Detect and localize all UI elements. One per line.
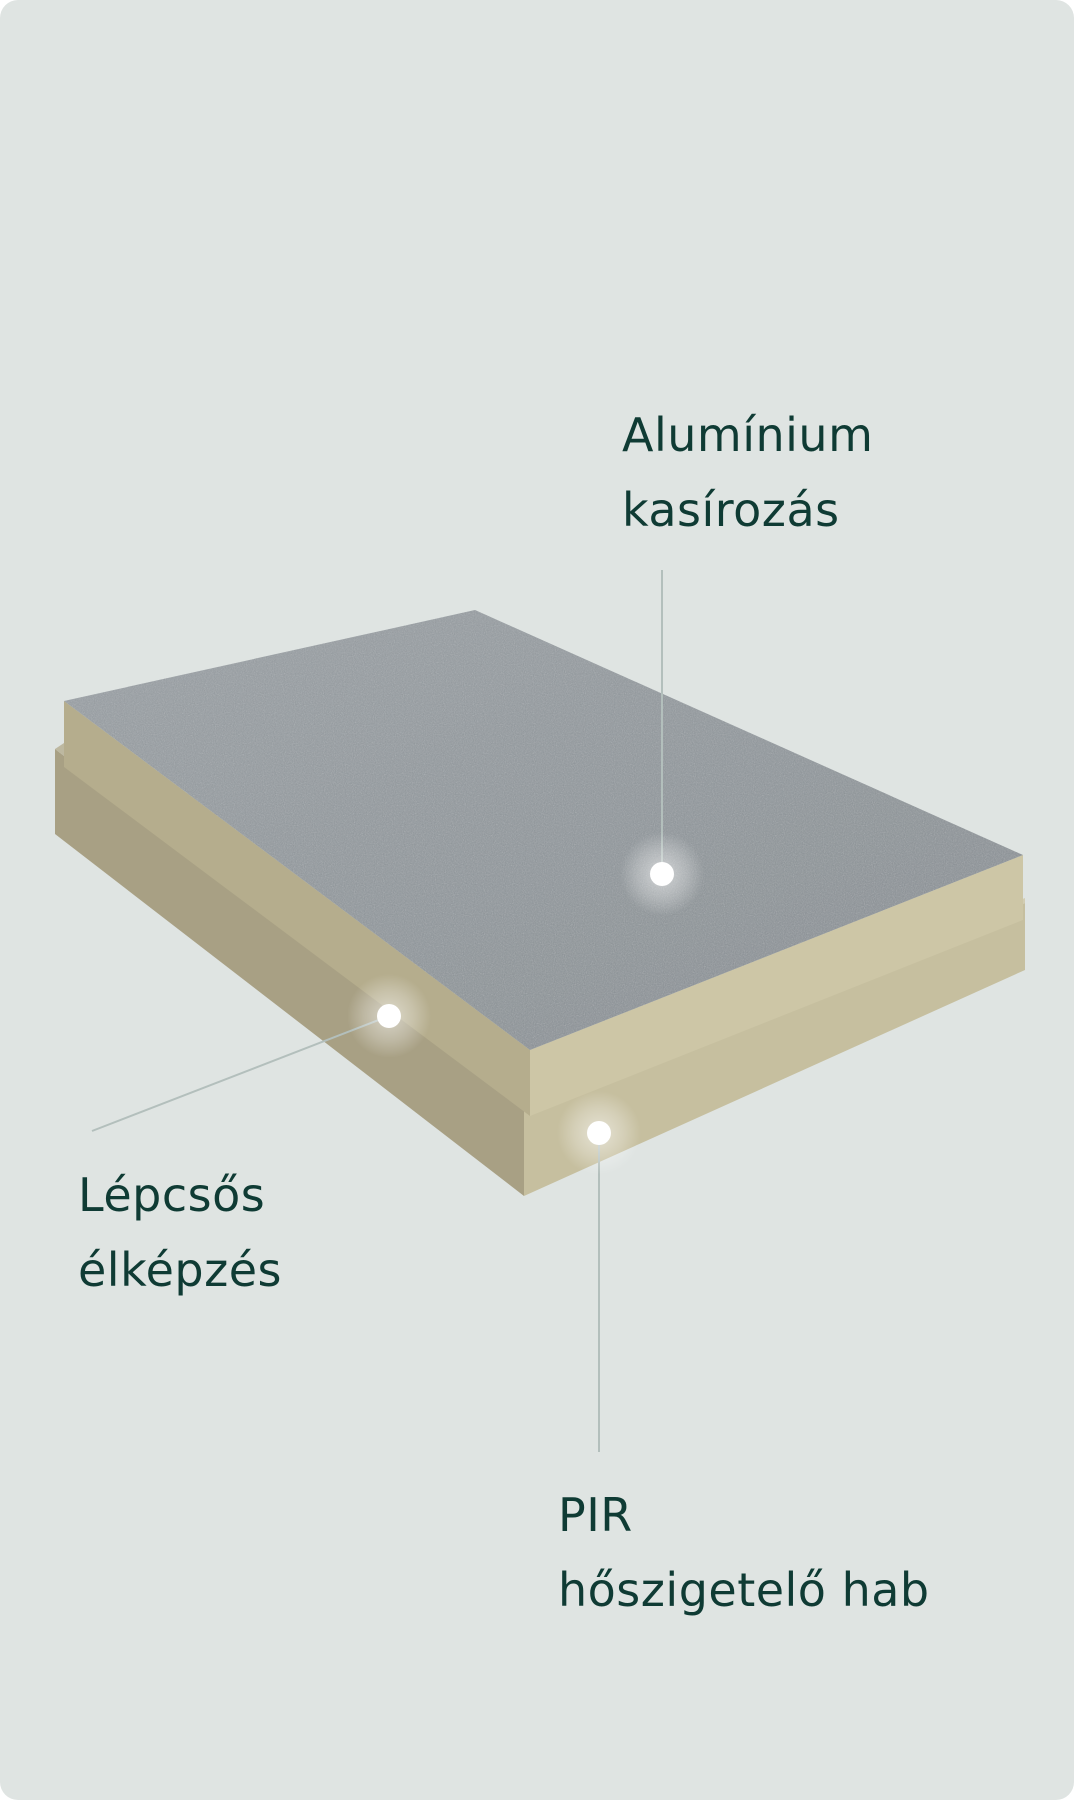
marker-dot-icon <box>650 862 674 886</box>
upper-layer-right-front <box>530 855 1023 1116</box>
marker-pir-foam[interactable] <box>557 1091 641 1175</box>
aluminium-top-surface <box>64 610 1023 1050</box>
callout-label-aluminium: Alumínium kasírozás <box>622 398 873 548</box>
callout-label-step-edge: Lépcsős élképzés <box>78 1158 282 1308</box>
lower-layer-left-side <box>55 749 524 1196</box>
marker-step-edge[interactable] <box>347 974 431 1058</box>
callout-step-edge-line2: élképzés <box>78 1243 282 1297</box>
marker-dot-icon <box>377 1004 401 1028</box>
callout-pir-foam-line2: hőszigetelő hab <box>558 1563 930 1617</box>
callout-aluminium-line2: kasírozás <box>622 483 840 537</box>
callout-step-edge-line1: Lépcsős <box>78 1168 266 1222</box>
lower-layer-right-front <box>524 903 1025 1196</box>
leader-line-step-edge <box>91 1015 390 1132</box>
marker-dot-icon <box>587 1121 611 1145</box>
callout-label-pir-foam: PIR hőszigetelő hab <box>558 1478 930 1628</box>
callout-aluminium-line1: Alumínium <box>622 408 874 462</box>
callout-pir-foam-line1: PIR <box>558 1488 633 1542</box>
marker-aluminium[interactable] <box>620 832 704 916</box>
